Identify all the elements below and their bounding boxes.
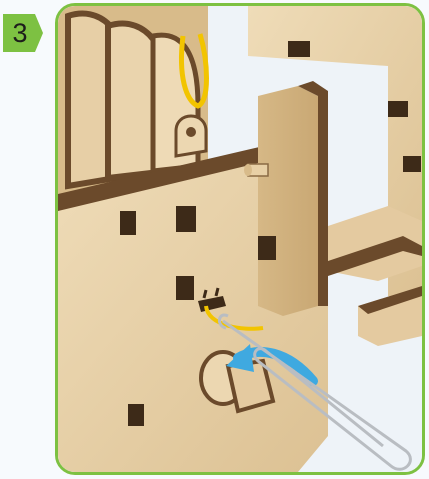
pin-end [244,164,252,176]
peg-hole [186,127,196,137]
assembly-illustration [58,6,422,472]
back-panel-slot [403,156,421,172]
back-panel-slot [288,41,310,57]
back-panel-slot [388,101,408,117]
panel-slot [176,206,196,232]
step-badge: 3 [3,14,43,52]
illustration-frame [55,3,425,475]
step-number: 3 [3,16,37,50]
panel-slot [120,211,136,235]
vertical-post [258,86,318,316]
panel-slot [258,236,276,260]
panel-slot [176,276,194,300]
panel-slot [128,404,144,426]
